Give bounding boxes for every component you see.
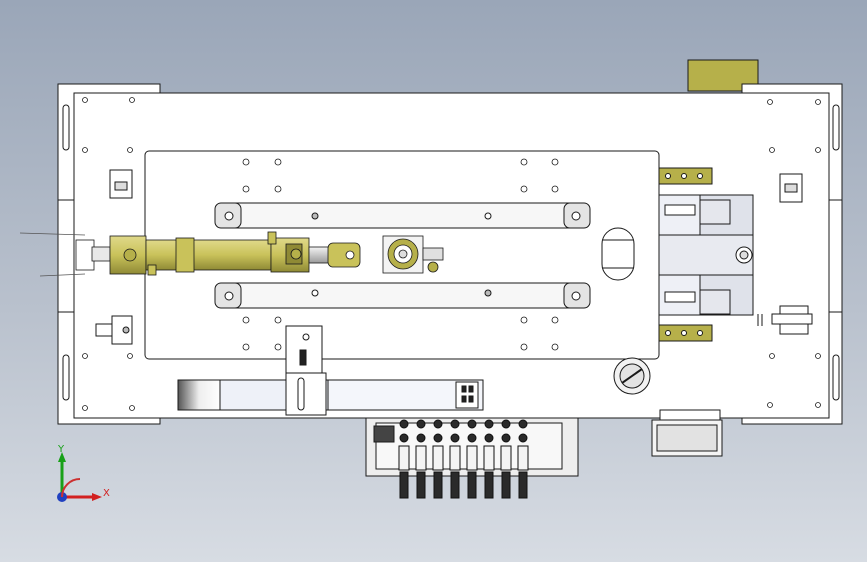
right-olive-rails <box>657 167 713 342</box>
y-arrow-head <box>58 452 66 462</box>
rotation-arc <box>61 478 81 498</box>
valve-body <box>415 445 427 471</box>
left-lower-bracket <box>95 315 133 345</box>
valve-body <box>483 445 495 471</box>
valve-port-top <box>467 419 477 429</box>
edge-slots <box>62 104 840 401</box>
valve-port-top <box>518 419 528 429</box>
valve-body <box>398 445 410 471</box>
valve-port-bottom <box>518 433 528 443</box>
upper-guide-rail <box>214 202 591 229</box>
center-plate-screws <box>242 158 559 351</box>
pneumatic-cylinder <box>19 231 361 277</box>
valve-bank <box>398 419 529 499</box>
valve-body <box>449 445 461 471</box>
valve-port-bottom <box>416 433 426 443</box>
coordinate-triad: Y X <box>57 444 110 502</box>
valve-port-bottom <box>467 433 477 443</box>
valve-port-top <box>450 419 460 429</box>
valve-body <box>517 445 529 471</box>
rotary-actuator <box>382 235 444 274</box>
right-upper-bracket <box>779 173 803 203</box>
valve-port-bottom <box>450 433 460 443</box>
x-arrow-head <box>92 493 102 501</box>
valve-body <box>500 445 512 471</box>
base-screws <box>82 97 821 411</box>
lower-right-block <box>651 409 723 457</box>
valve-fitting <box>416 471 426 499</box>
valve-port-bottom <box>501 433 511 443</box>
handle-bar[interactable] <box>177 372 484 416</box>
valve-fitting <box>467 471 477 499</box>
valve-fitting <box>450 471 460 499</box>
valve-fitting <box>484 471 494 499</box>
left-upper-bracket <box>109 169 133 199</box>
valve-port-top <box>433 419 443 429</box>
oval-window <box>601 227 635 281</box>
x-axis-label: X <box>103 488 110 499</box>
center-bracket <box>285 325 323 377</box>
y-axis-label: Y <box>57 444 65 455</box>
valve-port-top <box>501 419 511 429</box>
valve-fitting <box>518 471 528 499</box>
valve-port-top <box>416 419 426 429</box>
valve-fitting <box>433 471 443 499</box>
valve-fitting <box>399 471 409 499</box>
valve-port-bottom <box>399 433 409 443</box>
valve-port-bottom <box>484 433 494 443</box>
right-lower-bracket <box>757 305 813 335</box>
right-carriage <box>657 194 754 316</box>
valve-fitting <box>501 471 511 499</box>
valve-body <box>466 445 478 471</box>
valve-port-top <box>399 419 409 429</box>
lower-guide-rail <box>214 282 591 309</box>
valve-port-bottom <box>433 433 443 443</box>
round-knob <box>613 357 651 395</box>
valve-port-top <box>484 419 494 429</box>
valve-body <box>432 445 444 471</box>
